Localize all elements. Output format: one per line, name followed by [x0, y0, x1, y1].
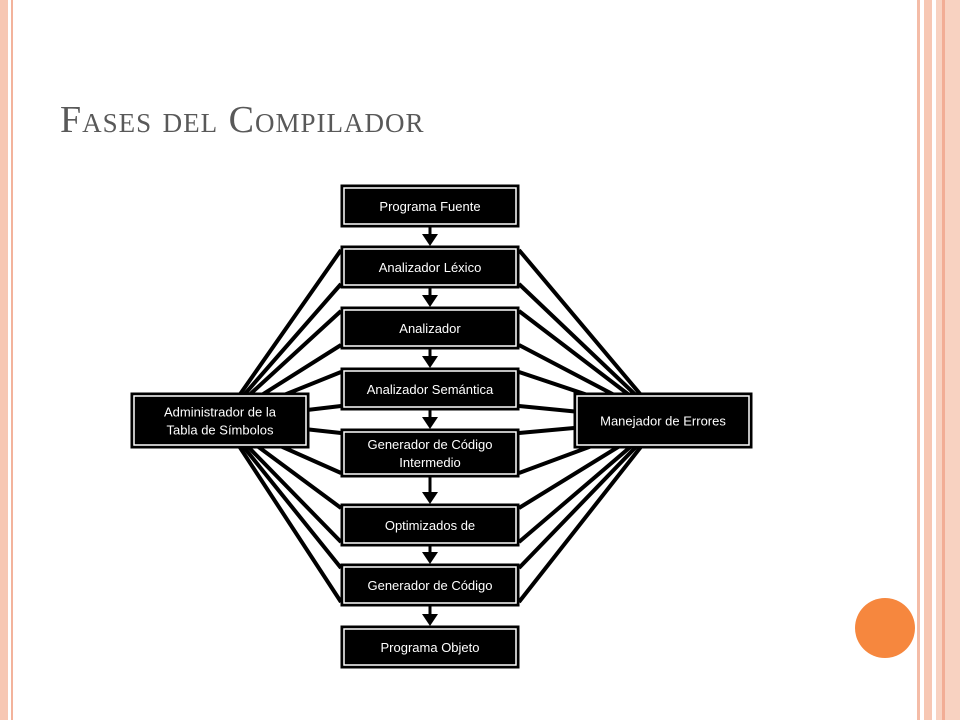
phase-box-lexico-background [340, 245, 520, 289]
symbol-table-manager-box: Administrador de la Tabla de Símbolos [130, 392, 310, 449]
phase-box-generador-inner-border [343, 566, 517, 604]
arrow-head [422, 417, 438, 429]
phase-box-objeto-label-line-1: Programa Objeto [381, 640, 480, 655]
error-handler-box-label-line-1: Manejador de Errores [600, 414, 726, 429]
symbol-table-manager-box-background [130, 392, 310, 449]
phase-box-sintactico-label-line-1: Analizador [399, 321, 461, 336]
connector-errors-generador-bottom [517, 418, 664, 604]
phase-box-sintactico-background [340, 306, 520, 350]
error-handler-box: Manejador de Errores [573, 392, 753, 449]
error-handler-box-inner-border [576, 395, 750, 446]
phase-box-semantico-inner-border [343, 370, 517, 408]
phase-box-intermedio-background [340, 428, 520, 478]
arrow-head [422, 614, 438, 626]
phase-box-objeto-inner-border [343, 628, 517, 666]
connector-symbols-generador-bottom [220, 418, 343, 604]
arrow-head [422, 234, 438, 246]
symbol-table-manager-box-label-line-1: Administrador de la [164, 405, 277, 420]
right-border-accent-line [942, 0, 945, 720]
phase-box-generador-label-line-1: Generador de Código [367, 578, 492, 593]
phase-box-objeto-background [340, 625, 520, 669]
phase-box-intermedio-label-line-2: Intermedio [399, 455, 460, 470]
phase-box-lexico-label-line-1: Analizador Léxico [379, 260, 482, 275]
arrow-head [422, 295, 438, 307]
phase-box-optimizador-inner-border [343, 506, 517, 544]
phase-box-objeto: Programa Objeto [340, 625, 520, 669]
phase-box-fuente: Programa Fuente [340, 184, 520, 228]
phase-box-optimizador: Optimizados de [340, 503, 520, 547]
phase-box-sintactico-inner-border [343, 309, 517, 347]
symbol-table-manager-box-label-line-2: Tabla de Símbolos [167, 423, 274, 438]
phase-box-fuente-background [340, 184, 520, 228]
arrow-head [422, 356, 438, 368]
phase-box-fuente-label-line-1: Programa Fuente [379, 199, 480, 214]
right-border-stripe [924, 0, 932, 720]
arrow-head [422, 492, 438, 504]
right-border-line [917, 0, 920, 720]
arrow-head [422, 552, 438, 564]
phase-box-lexico: Analizador Léxico [340, 245, 520, 289]
phase-box-optimizador-background [340, 503, 520, 547]
phase-box-intermedio-inner-border [343, 431, 517, 475]
phase-box-semantico-label-line-1: Analizador Semántica [367, 382, 494, 397]
phase-box-lexico-inner-border [343, 248, 517, 286]
left-border-decoration [0, 0, 8, 720]
left-border-line [11, 0, 13, 720]
slide-title: Fases del Compilador [60, 99, 425, 141]
phase-box-intermedio-label-line-1: Generador de Código [367, 437, 492, 452]
phase-box-fuente-inner-border [343, 187, 517, 225]
phase-box-optimizador-label-line-1: Optimizados de [385, 518, 475, 533]
right-border-band [936, 0, 960, 720]
phase-box-generador-background [340, 563, 520, 607]
accent-circle-decoration [855, 598, 915, 658]
connector-errors-lexico-top [517, 248, 664, 422]
phase-box-semantico-background [340, 367, 520, 411]
connector-symbols-lexico-top [220, 248, 343, 422]
phase-box-sintactico: Analizador [340, 306, 520, 350]
phase-box-semantico: Analizador Semántica [340, 367, 520, 411]
error-handler-box-background [573, 392, 753, 449]
symbol-table-manager-box-inner-border [133, 395, 307, 446]
phase-box-generador: Generador de Código [340, 563, 520, 607]
